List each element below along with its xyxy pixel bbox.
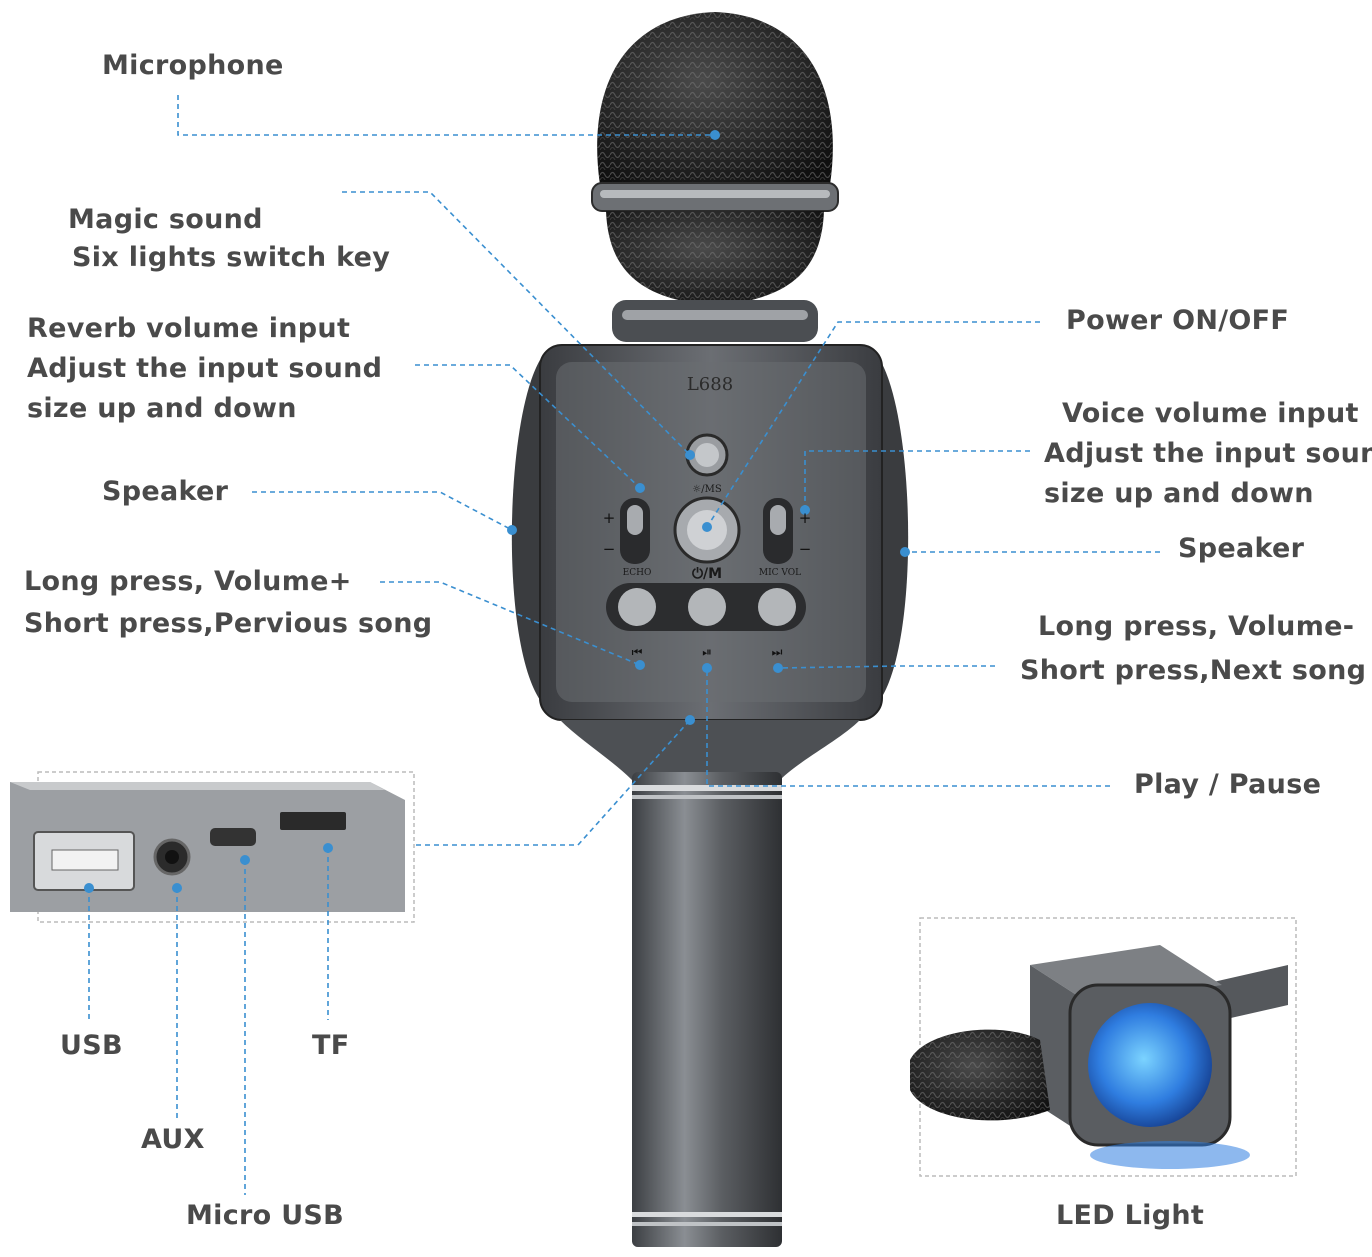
label-play-pause: Play / Pause [1134,769,1322,800]
model-text: L688 [687,374,733,395]
mic-vol-rocker[interactable] [763,498,793,564]
echo-plus: + [603,509,616,527]
echo-minus: − [603,540,616,558]
label-voice-line3: size up and down [1044,478,1314,509]
label-power: Power ON/OFF [1066,305,1290,336]
label-reverb-line1: Reverb volume input [27,313,351,344]
leader-ports [416,719,691,846]
label-led-light: LED Light [1056,1200,1205,1231]
label-magic-sound-line1: Magic sound [68,204,263,235]
mic-plus: + [799,509,812,527]
echo-label: ECHO [623,568,652,578]
label-long-press-down: Long press, Volume- Short press,Next son… [1020,607,1366,691]
leader-power [706,321,1040,528]
label-speaker-left: Speaker [102,476,229,507]
label-voice: Voice volume input Adjust the input soun… [1044,394,1372,514]
micro-usb-port [210,828,256,846]
label-voice-line1: Voice volume input [1062,398,1359,429]
label-microphone: Microphone [102,50,284,81]
right-speaker-grill [880,360,909,700]
leader-reverb [415,364,641,489]
play-pause-icon: ⏯ [702,645,712,659]
label-reverb-line3: size up and down [27,393,297,424]
next-icon: ⏭ [772,645,783,659]
mic-minus: − [799,540,812,558]
label-reverb: Reverb volume input Adjust the input sou… [27,309,382,429]
label-long-press-up-line2: Short press,Pervious song [24,608,433,639]
led-inset [910,917,1297,1177]
label-long-press-up-line1: Long press, Volume+ [24,566,352,597]
label-tf: TF [312,1030,350,1061]
label-speaker-right: Speaker [1178,533,1305,564]
label-magic-sound: Magic sound Six lights switch key [68,200,390,278]
leader-long-press-down [777,665,995,669]
handle [632,772,782,1247]
leader-voice [804,450,1030,510]
leader-dots [84,130,910,893]
prev-button[interactable] [618,588,656,626]
label-micro-usb: Micro USB [186,1200,345,1231]
leader-play-pause [706,668,1110,787]
echo-rocker[interactable] [620,498,650,564]
label-usb: USB [60,1030,123,1061]
microphone-head [591,12,839,342]
transport-buttons [606,583,806,631]
mic-vol-label: MIC VOL [759,568,801,578]
label-voice-line2: Adjust the input sound [1044,438,1372,469]
leader-microphone [177,95,715,136]
leader-magic-sound [342,191,691,456]
ms-label: ☼/MS [692,484,722,495]
leader-speaker-left [252,491,513,531]
label-magic-sound-line2: Six lights switch key [72,242,391,273]
power-label: ⏻/M [692,566,722,582]
led-light [1088,1003,1212,1127]
label-long-press-down-line2: Short press,Next song [1020,655,1367,686]
play-pause-button[interactable] [688,588,726,626]
handle-neck [560,720,860,780]
label-long-press-down-line1: Long press, Volume- [1038,611,1355,642]
label-long-press-up: Long press, Volume+ Short press,Pervious… [24,562,432,644]
ports-inset [10,771,415,923]
leader-long-press-up [380,581,641,666]
tf-slot [280,812,346,830]
label-reverb-line2: Adjust the input sound [27,353,383,384]
next-button[interactable] [758,588,796,626]
prev-icon: ⏮ [632,645,643,659]
label-aux: AUX [141,1124,205,1155]
leader-lines [88,95,1160,1195]
